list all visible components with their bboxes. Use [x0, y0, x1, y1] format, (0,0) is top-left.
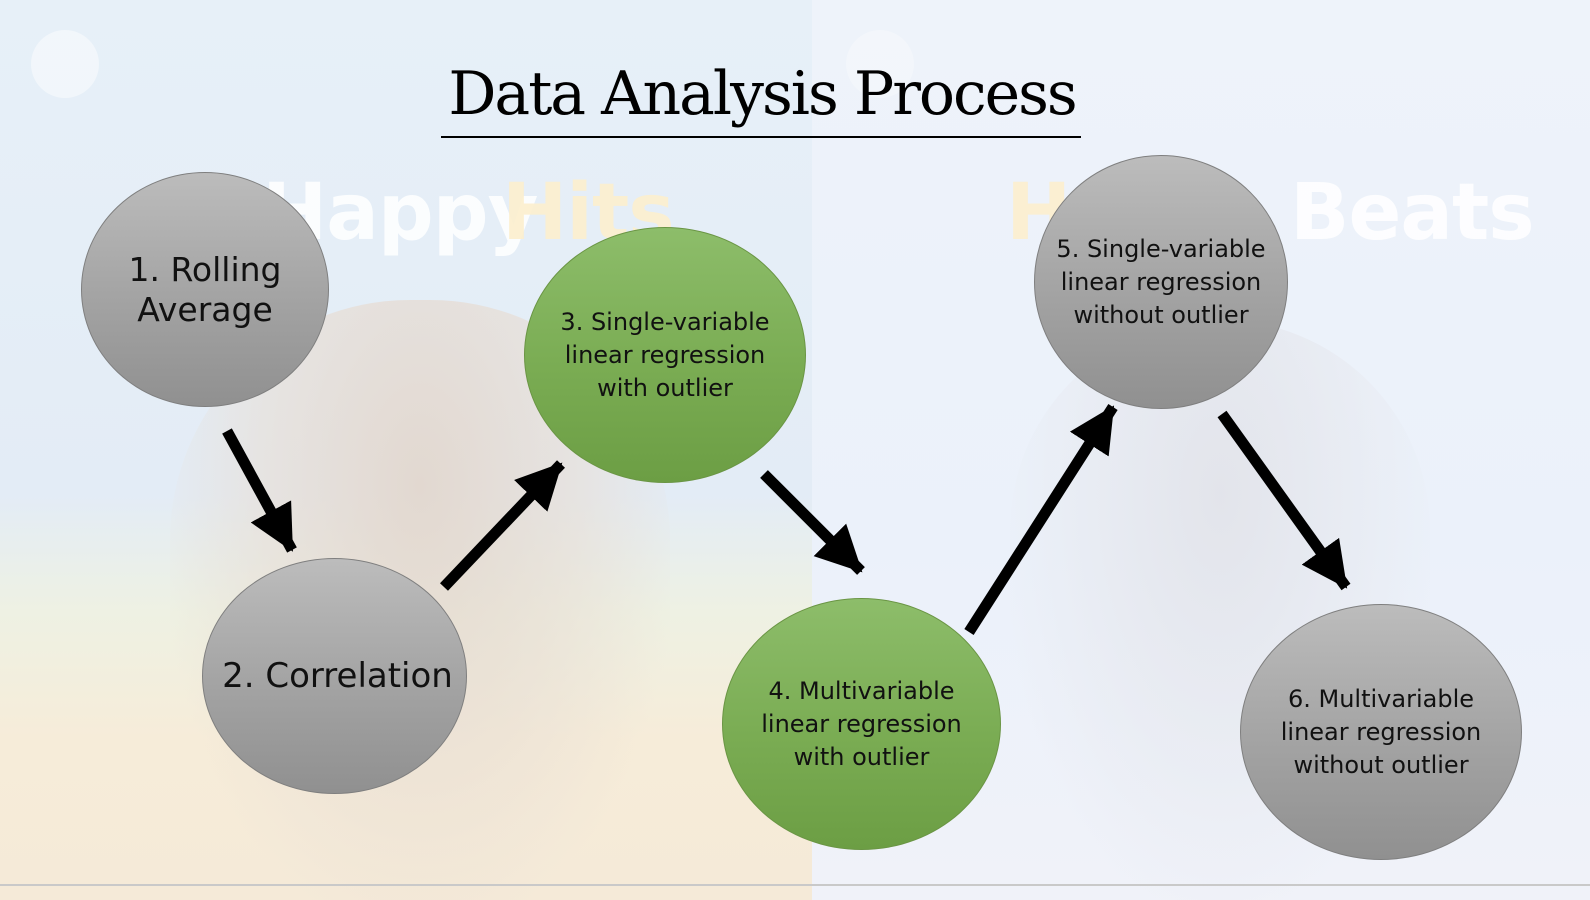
slide-bottom-edge: [0, 884, 1590, 886]
arrow-3-to-4: [760, 470, 865, 575]
step-6-multivariable-regression-without-outlier: 6. Multivariable linear regression witho…: [1240, 604, 1522, 860]
arrow-2-to-3: [440, 460, 565, 591]
step-4-label: 4. Multivariable linear regression with …: [761, 676, 962, 771]
step-2-correlation: 2. Correlation: [202, 558, 467, 794]
spotify-logo-icon: [31, 30, 99, 98]
step-2-label: 2. Correlation: [222, 656, 453, 696]
slide-title: Data Analysis Process: [448, 59, 1077, 129]
arrow-1-to-2: [222, 428, 297, 553]
arrow-4-to-5: [964, 404, 1118, 635]
title-underline: [441, 136, 1081, 138]
step-1-rolling-average: 1. Rolling Average: [81, 172, 329, 407]
arrow-5-to-6: [1217, 410, 1351, 591]
step-6-label: 6. Multivariable linear regression witho…: [1280, 684, 1482, 779]
step-3-label: 3. Single-variable linear regression wit…: [560, 307, 770, 402]
background-text-beats: Beats: [1290, 168, 1535, 258]
spotify-logo-icon: [846, 30, 914, 98]
step-4-multivariable-regression-with-outlier: 4. Multivariable linear regression with …: [722, 598, 1001, 850]
step-5-single-variable-regression-without-outlier: 5. Single-variable linear regression wit…: [1034, 155, 1288, 409]
step-5-label: 5. Single-variable linear regression wit…: [1056, 234, 1266, 329]
step-3-single-variable-regression-with-outlier: 3. Single-variable linear regression wit…: [524, 227, 806, 483]
step-1-label: 1. Rolling Average: [128, 249, 282, 329]
